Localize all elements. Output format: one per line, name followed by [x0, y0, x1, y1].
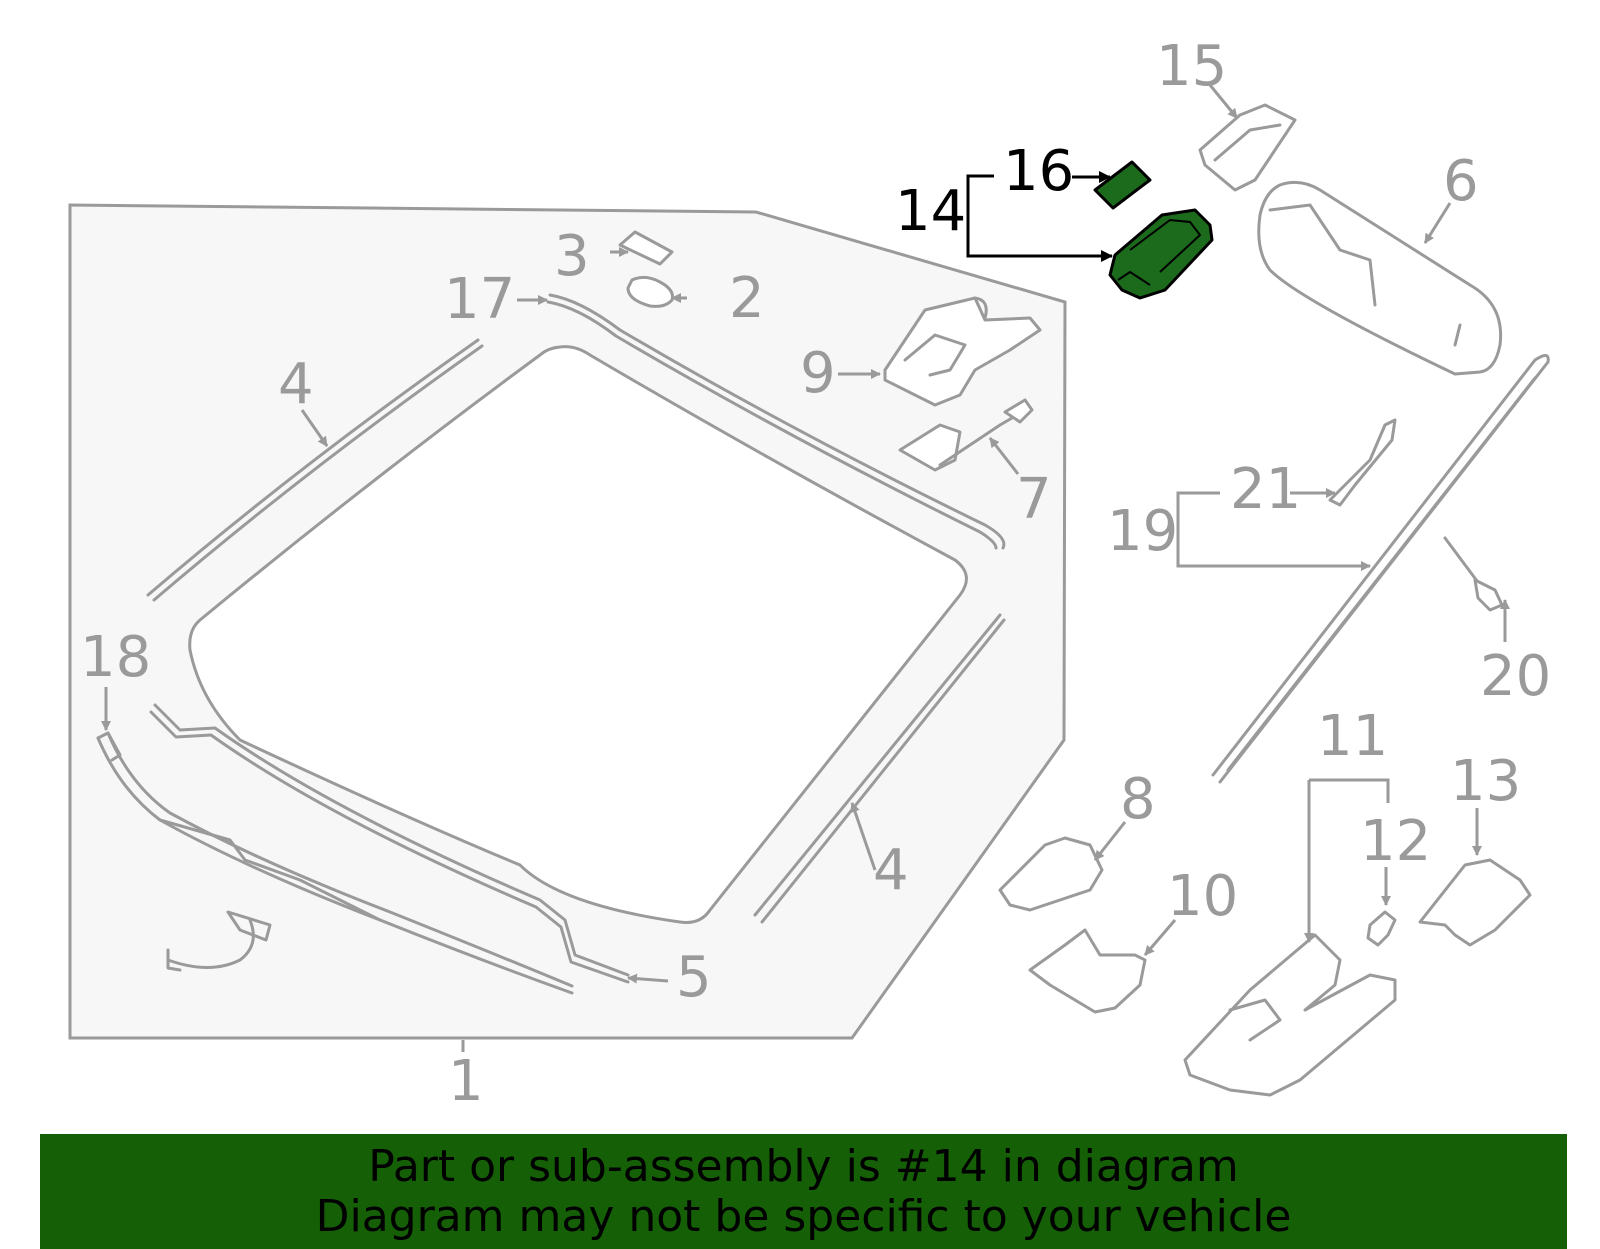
- windshield-bracket: [166, 910, 272, 972]
- part-13-bracket: [1418, 858, 1532, 947]
- callout-4-left: 4: [278, 352, 314, 417]
- windshield-glass: [188, 345, 968, 924]
- callout-11: 11: [1317, 704, 1388, 769]
- part-11-overhead-housing: [1183, 933, 1397, 1097]
- callout-3: 3: [554, 224, 590, 289]
- part-18-cowl-moulding: [96, 731, 574, 995]
- callout-14: 14: [895, 179, 966, 244]
- callout-13: 13: [1450, 749, 1521, 814]
- callout-4-right: 4: [873, 838, 909, 903]
- callout-9: 9: [800, 341, 836, 406]
- part-20-pin: [1443, 536, 1504, 612]
- leader-lines: [101, 84, 1510, 1052]
- part-4-left-moulding: [146, 338, 484, 602]
- callout-12: 12: [1360, 809, 1431, 874]
- banner-line-disclaimer: Diagram may not be specific to your vehi…: [315, 1190, 1292, 1242]
- part-14-highlighted: [1108, 208, 1214, 300]
- callout-8: 8: [1120, 767, 1156, 832]
- callout-5: 5: [676, 945, 712, 1010]
- part-7-harness: [898, 398, 1034, 472]
- part-3-plate: [618, 230, 674, 266]
- part-6-rear-view-mirror: [1257, 180, 1503, 376]
- part-10-bracket: [1028, 928, 1147, 1014]
- part-8-bracket: [998, 836, 1104, 912]
- callout-18: 18: [80, 625, 151, 690]
- callout-20: 20: [1480, 644, 1551, 709]
- callout-2: 2: [729, 266, 765, 331]
- callout-21: 21: [1230, 457, 1301, 522]
- part-15-cover: [1198, 103, 1297, 192]
- callout-7: 7: [1016, 467, 1052, 532]
- part-5-lower-moulding: [149, 703, 630, 984]
- info-banner: Part or sub-assembly is #14 in diagram D…: [40, 1134, 1567, 1249]
- callout-10: 10: [1167, 864, 1238, 929]
- part-9-bracket: [883, 296, 1042, 407]
- part-17-top-moulding: [546, 293, 1006, 550]
- part-19-strip: [1211, 354, 1550, 784]
- part-4-right-moulding: [753, 613, 1006, 924]
- part-12-clip: [1366, 910, 1397, 947]
- callout-16: 16: [1003, 139, 1074, 204]
- parts-diagram: 1 2 3 4 4 5 6 7 8 9 10 11 12 13 14 15 16…: [68, 34, 1551, 1114]
- callout-15: 15: [1156, 34, 1227, 99]
- banner-line-part: Part or sub-assembly is #14 in diagram: [368, 1140, 1239, 1192]
- callout-19: 19: [1107, 499, 1178, 564]
- callout-17: 17: [444, 267, 515, 332]
- callout-6: 6: [1443, 149, 1479, 214]
- part-21-bracket: [1328, 418, 1397, 507]
- callout-1: 1: [448, 1049, 484, 1114]
- part-16-highlighted: [1093, 160, 1152, 210]
